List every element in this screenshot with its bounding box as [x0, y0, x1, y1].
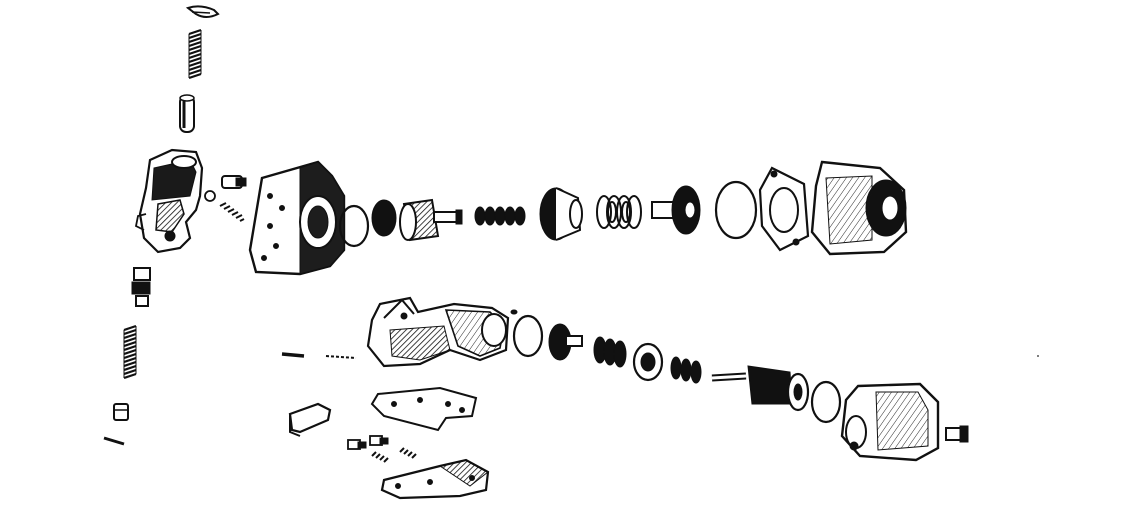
check-ball [204, 190, 216, 202]
banjo-bolt [221, 175, 247, 189]
spring-clip [185, 5, 220, 18]
small-spring [219, 202, 245, 222]
lower-coil-spring [123, 324, 137, 380]
small-fittings [347, 435, 389, 450]
separator-plate [370, 386, 478, 432]
bleed-screw [945, 425, 969, 443]
plunger-pin [179, 94, 195, 133]
snap-ring-2 [714, 180, 758, 240]
lower-horizontal-assembly [281, 296, 969, 462]
valve-body [134, 148, 204, 254]
lower-fitting [131, 267, 151, 307]
piston-small [548, 323, 583, 361]
valve-cup [539, 187, 583, 241]
valve-body-casting [366, 296, 510, 368]
snap-ring-3 [512, 314, 544, 358]
snap-ring-4 [810, 380, 842, 424]
upper-coil-spring [188, 28, 202, 80]
hex-nut [113, 403, 129, 421]
coil-spring-short [474, 206, 526, 226]
gasket-flange [758, 166, 810, 252]
piston-with-seal [651, 185, 701, 235]
drive-shaft-piston [399, 198, 463, 242]
long-piston-rod [711, 365, 810, 412]
double-coil-spring [596, 195, 642, 229]
mini-springs [371, 447, 417, 463]
vertical-valve-stack [103, 5, 247, 446]
dash-marker [325, 355, 357, 359]
split-pin [103, 436, 125, 446]
dowel-pin [281, 352, 305, 358]
cup-seal [632, 342, 664, 382]
snap-ring-1 [338, 204, 370, 248]
coil-spring-lower-2 [670, 356, 702, 384]
transfer-plate [380, 458, 490, 500]
lower-left-plates-and-fittings [288, 386, 490, 500]
lower-end-cover [840, 382, 940, 462]
small-washer [510, 309, 518, 315]
pump-housing [248, 160, 346, 276]
bracket-plate [288, 402, 332, 437]
stray-mark [1037, 355, 1039, 357]
upper-horizontal-assembly [248, 160, 908, 276]
rotor-disc [371, 199, 397, 237]
coil-spring-lower [593, 336, 627, 368]
end-cover [810, 160, 908, 256]
